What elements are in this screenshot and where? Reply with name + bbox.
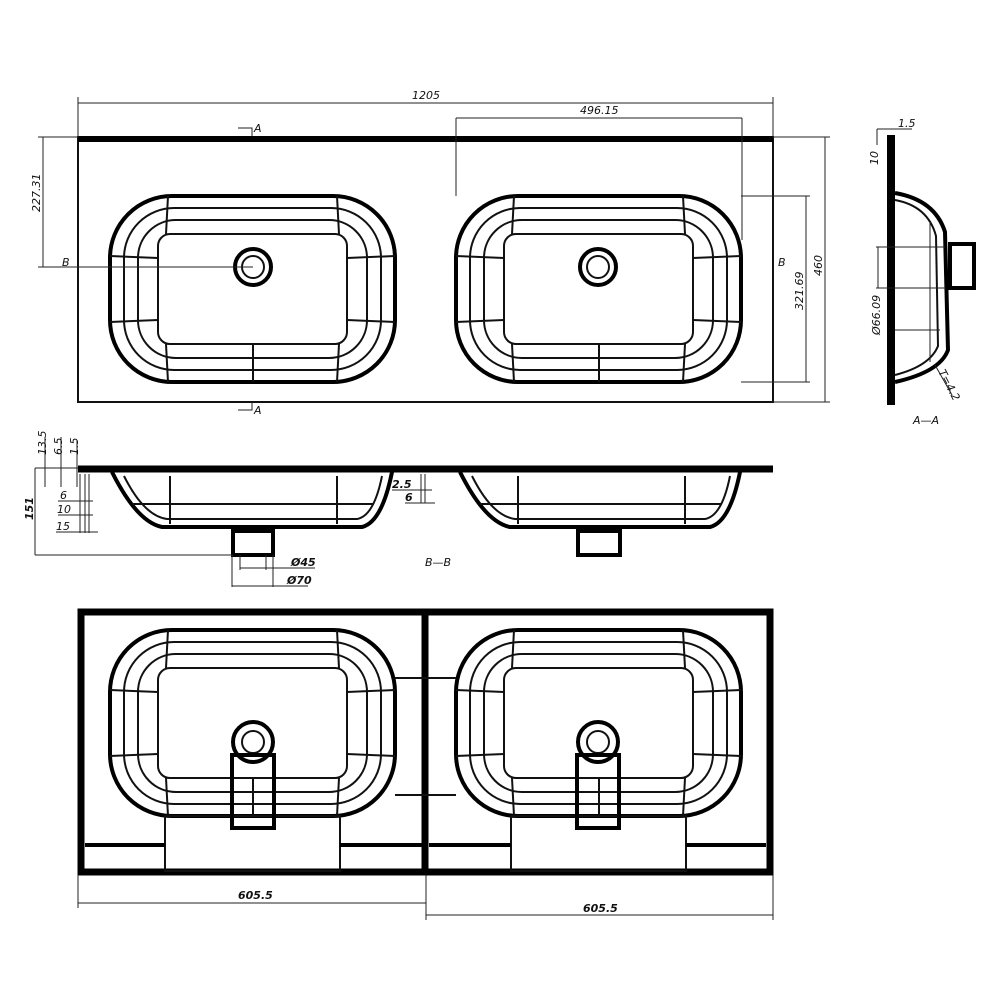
dim-top: 1.5 [68, 438, 81, 456]
dim-drain-diameter: Ø66.09 [870, 295, 883, 336]
dim-top: 13.5 [36, 431, 49, 456]
dim-left: 6 [60, 489, 67, 502]
front-section-b-b: 13.5 6.5 1.5 151 6 10 15 2.5 6 Ø45 Ø70 B… [23, 431, 773, 587]
section-title-b-b: B—B [425, 556, 451, 569]
bottom-view: 605.5 605.5 [77, 608, 774, 920]
faucet-mount-icon [230, 753, 276, 830]
right-basin [454, 194, 743, 384]
section-mark-b: B [778, 256, 786, 269]
dim-rim-thickness: 1.5 [898, 117, 916, 130]
drain-icon [576, 720, 620, 764]
dim-drain-offset: 227.31 [30, 174, 43, 213]
countertop-outline [77, 136, 774, 403]
left-basin [108, 194, 397, 384]
dim-basin-width: 496.15 [580, 104, 619, 117]
dim-basin-depth: 321.69 [793, 272, 806, 311]
dim-left: 15 [56, 520, 70, 533]
section-mark-b: B [62, 256, 70, 269]
faucet-mount-icon [575, 753, 621, 830]
left-basin-profile [110, 470, 394, 529]
section-mark-a: A [253, 122, 262, 135]
drain-outlet-icon [231, 529, 275, 557]
drain-icon [578, 247, 618, 287]
dim-total-height: 151 [23, 497, 36, 520]
section-mark-a: A [253, 404, 262, 417]
dim-rim-height: 10 [868, 151, 881, 165]
dim-outer-drain: Ø70 [286, 574, 312, 587]
dim-wall-thickness: T=4.2 [935, 367, 962, 403]
dim-overall-width: 1205 [412, 89, 440, 102]
top-view: 1205 496.15 227.31 460 321.69 A A B B [30, 89, 830, 417]
dim-overall-depth: 460 [812, 255, 825, 276]
dim-mid: 2.5 [392, 478, 412, 491]
dim-top: 6.5 [52, 438, 65, 456]
right-basin-profile [458, 470, 742, 529]
dim-inner-drain: Ø45 [290, 556, 316, 569]
dim-mid: 6 [405, 491, 413, 504]
drain-icon [231, 720, 275, 764]
drain-outlet-icon [948, 242, 976, 290]
section-title-a-a: A—A [912, 414, 939, 427]
dim-right-half: 605.5 [583, 902, 618, 915]
dim-left: 10 [57, 503, 71, 516]
drain-outlet-icon [576, 529, 622, 557]
side-section-a-a: Ø66.09 1.5 10 T=4.2 A—A [868, 117, 976, 427]
dim-left-half: 605.5 [238, 889, 273, 902]
